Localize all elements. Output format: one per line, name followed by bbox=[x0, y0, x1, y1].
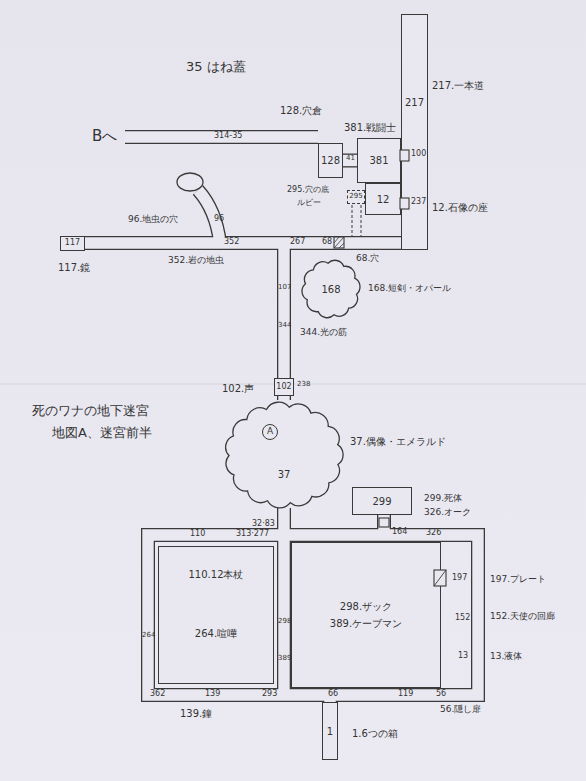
map-label: 12.石像の座 bbox=[432, 202, 488, 213]
cloud-outline-path bbox=[302, 260, 360, 317]
map-label: 119 bbox=[398, 690, 413, 699]
map-label: 41 bbox=[346, 155, 355, 163]
room-text: 128 bbox=[321, 155, 340, 166]
hole-symbol bbox=[177, 173, 203, 191]
map-label: 344 bbox=[278, 322, 291, 330]
room-box: 298.ザック 389.ケーブマン bbox=[291, 542, 441, 688]
room-box: 299 bbox=[352, 487, 412, 515]
map-label: 1.6つの箱 bbox=[352, 728, 398, 739]
map-label: 66 bbox=[328, 690, 338, 699]
map-label: 37.偶像・エメラルド bbox=[350, 436, 446, 447]
map-label: 56.隠し扉 bbox=[440, 705, 481, 715]
room-text: 264.喧嘩 bbox=[195, 628, 237, 639]
map-label: 326.オーク bbox=[424, 508, 471, 518]
map-title: 死のワナの地下迷宮 bbox=[32, 404, 149, 418]
map-label: 152 bbox=[455, 614, 470, 623]
map-label: 326 bbox=[426, 529, 441, 538]
cave-room: 168 bbox=[298, 256, 364, 322]
map-label: 298 bbox=[278, 618, 291, 626]
map-label: 314-35 bbox=[214, 132, 242, 141]
map-label: 35 はね蓋 bbox=[186, 60, 246, 74]
map-label: ルビー bbox=[297, 199, 321, 208]
room-text: 389.ケーブマン bbox=[330, 618, 402, 629]
map-label: 152.天使の回廊 bbox=[490, 612, 555, 622]
map-label: 102.声 bbox=[222, 383, 254, 394]
room-text: 37 bbox=[278, 469, 291, 480]
map-label: 168.短剣・オパール bbox=[368, 284, 451, 294]
corridor-floor bbox=[343, 155, 357, 166]
map-label: 389 bbox=[278, 655, 291, 663]
map-label: 68.穴 bbox=[356, 254, 379, 264]
map-label: 13.液体 bbox=[490, 652, 522, 662]
map-label: 96.地虫の穴 bbox=[128, 215, 178, 225]
room-text: 1 bbox=[327, 726, 333, 737]
map-label: 197.プレート bbox=[490, 575, 546, 585]
pit-box: 295 bbox=[347, 190, 365, 204]
corridor-strip: 217 bbox=[401, 14, 428, 250]
room-text: 381 bbox=[369, 155, 388, 166]
map-label: 13 bbox=[458, 652, 468, 661]
cave-room: 37 A bbox=[222, 400, 346, 510]
map-label: 56 bbox=[436, 690, 446, 699]
map-label: 217.一本道 bbox=[432, 80, 484, 91]
map-label: 128.穴倉 bbox=[280, 105, 322, 116]
map-label: 344.光の筋 bbox=[300, 328, 347, 338]
map-label: 299.死体 bbox=[424, 494, 462, 504]
map-label: 197 bbox=[452, 574, 467, 583]
map-label: 32·83 bbox=[252, 520, 275, 529]
map-label: 295.穴の底 bbox=[287, 186, 329, 195]
room-text: 298.ザック bbox=[340, 601, 392, 612]
map-label: 117.鏡 bbox=[58, 262, 90, 273]
cloud-outline bbox=[222, 400, 346, 510]
map-label: 352.岩の地虫 bbox=[168, 256, 224, 266]
circled-letter: A bbox=[262, 424, 278, 440]
room-text: A bbox=[267, 427, 273, 437]
room-text: 168 bbox=[321, 284, 340, 295]
map-label: 139.鐘 bbox=[180, 708, 212, 719]
room-box: 12 bbox=[365, 183, 401, 215]
map-label: Bへ bbox=[92, 128, 117, 145]
map-label: 293 bbox=[262, 690, 277, 699]
corridor-wall bbox=[343, 154, 357, 168]
room-box: 128 bbox=[318, 143, 343, 178]
map-label: 237 bbox=[411, 198, 426, 207]
pit-hatch bbox=[334, 237, 344, 248]
map-label: 68 bbox=[322, 238, 332, 247]
map-label: 352 bbox=[224, 238, 239, 247]
corridor-wall bbox=[277, 396, 291, 400]
room-text: 110.12本杖 bbox=[189, 569, 244, 580]
room-text: 295 bbox=[349, 193, 362, 201]
room-text: 102 bbox=[276, 383, 291, 392]
cloud-outline-path bbox=[226, 402, 343, 508]
room-box: 117 bbox=[60, 236, 85, 251]
corridor-connector bbox=[284, 396, 285, 400]
map-label: 238 bbox=[297, 381, 310, 389]
corridor-floor bbox=[278, 396, 289, 400]
room-box: 381 bbox=[357, 138, 401, 183]
map-label: 96 bbox=[214, 215, 224, 224]
map-label: 362 bbox=[150, 690, 165, 699]
pit-shaft bbox=[352, 205, 361, 236]
room-text: 12 bbox=[377, 194, 390, 205]
map-label: 107 bbox=[278, 284, 291, 292]
door-box bbox=[379, 518, 389, 527]
map-label: 313·277 bbox=[236, 530, 269, 539]
map-label: 267 bbox=[290, 238, 305, 247]
map-label: 164 bbox=[392, 528, 407, 537]
pit-box bbox=[334, 237, 344, 248]
map-label: 100 bbox=[411, 150, 426, 159]
room-text: 299 bbox=[372, 496, 391, 507]
room-text: 217 bbox=[405, 97, 424, 108]
map-label: 264 bbox=[142, 632, 155, 640]
map-label: 381.戦闘士 bbox=[344, 122, 396, 133]
room-text: 117 bbox=[65, 239, 80, 248]
map-label: 110 bbox=[190, 530, 205, 539]
entrance-corridor: 1 bbox=[322, 702, 338, 760]
room-box: 110.12本杖 264.喧嘩 bbox=[158, 546, 274, 684]
map-label: 地図A、迷宮前半 bbox=[52, 426, 152, 440]
map-label: 139 bbox=[205, 690, 220, 699]
room-box: 102 bbox=[274, 378, 294, 396]
